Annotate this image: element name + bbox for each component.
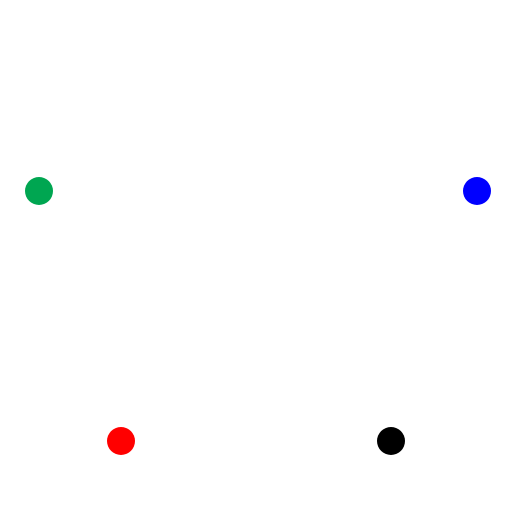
black-dot bbox=[377, 427, 405, 455]
red-dot bbox=[107, 427, 135, 455]
green-dot bbox=[25, 177, 53, 205]
blue-dot bbox=[463, 177, 491, 205]
